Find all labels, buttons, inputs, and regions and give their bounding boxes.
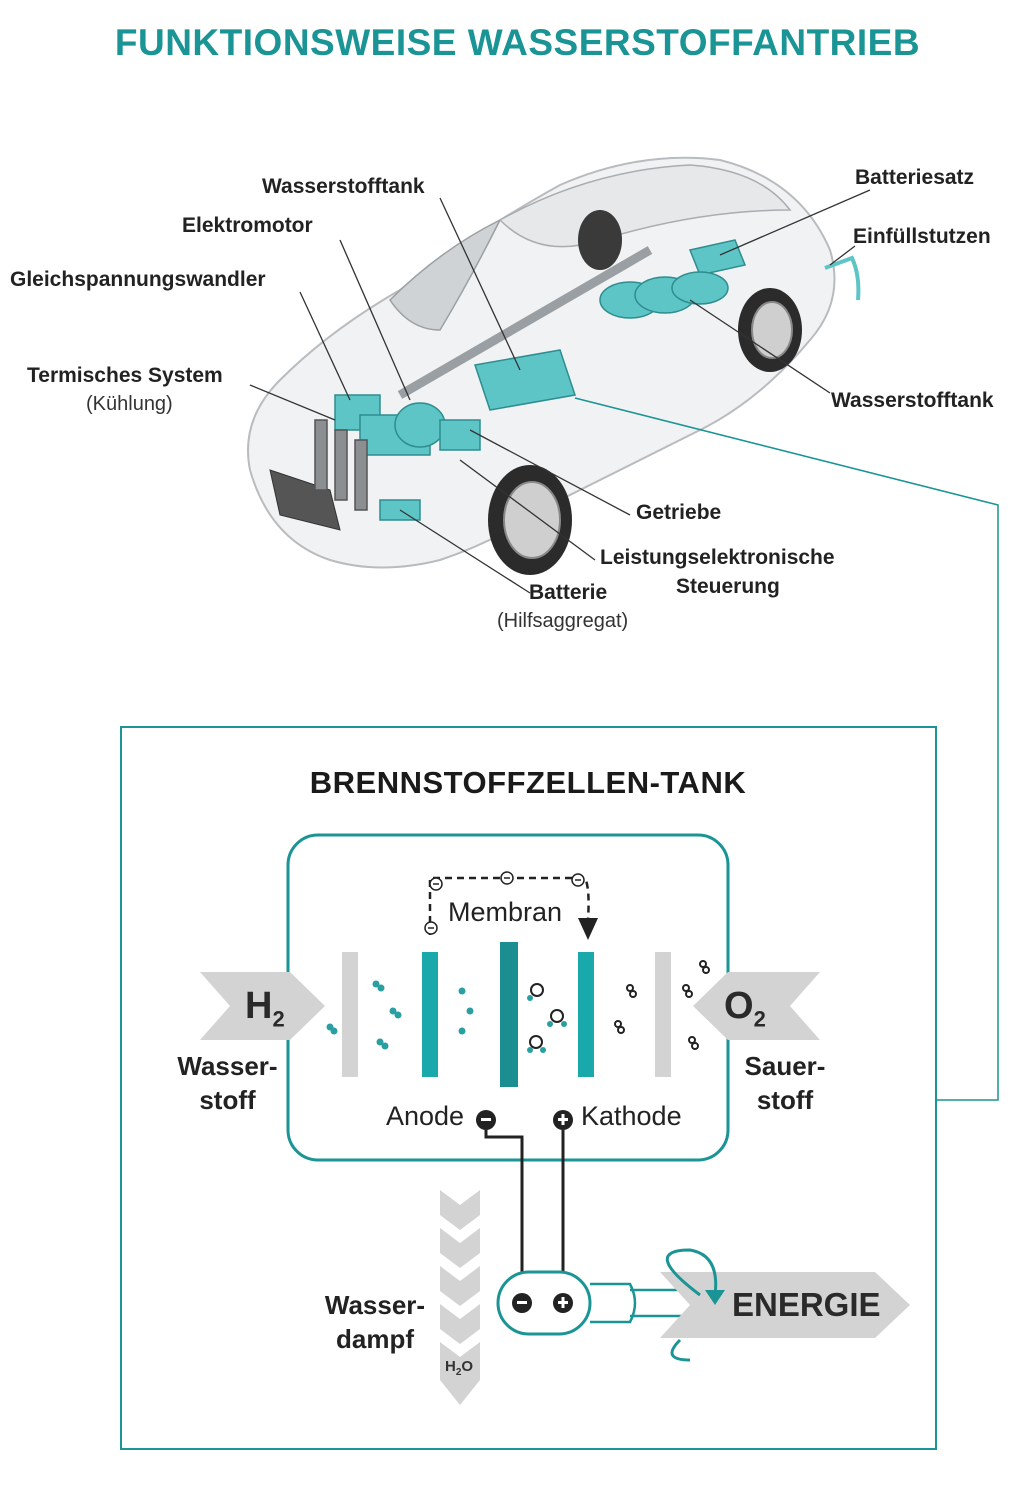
oxygen-teal-dots bbox=[527, 995, 567, 1053]
label-kuehlung: (Kühlung) bbox=[86, 393, 173, 415]
motor-minus-terminal bbox=[512, 1293, 532, 1313]
anode-wire bbox=[484, 1130, 524, 1292]
car-windshield bbox=[389, 218, 502, 331]
label-kathode: Kathode bbox=[581, 1101, 682, 1131]
motor-plus-terminal bbox=[553, 1293, 573, 1313]
label-wasserdampf: Wasser-dampf bbox=[324, 1290, 426, 1354]
page-title: FUNKTIONSWEISE WASSERSTOFFANTRIEB bbox=[114, 22, 921, 63]
fuel-cell-panel bbox=[120, 726, 937, 1450]
car-wheel-rear-left bbox=[578, 210, 622, 270]
car-shaft bbox=[397, 246, 653, 399]
formula-o2: O2 bbox=[724, 985, 766, 1032]
energy-arrow bbox=[660, 1272, 910, 1338]
hydrogen-particles bbox=[326, 980, 474, 1050]
label-sauerstoff: Sauer-stoff bbox=[744, 1051, 826, 1115]
label-anode: Anode bbox=[386, 1101, 465, 1131]
radiator bbox=[314, 419, 368, 511]
label-hilfsaggregat: (Hilfsaggregat) bbox=[497, 610, 629, 632]
anode-terminal bbox=[476, 1110, 496, 1130]
label-wasserstofftank-right: Wasserstofftank bbox=[831, 389, 994, 412]
oxygen-particles bbox=[529, 960, 710, 1050]
label-steuerung: Steuerung bbox=[676, 575, 780, 598]
engine-components bbox=[334, 239, 747, 521]
cell-plates bbox=[342, 942, 671, 1087]
formula-h2o: H2O bbox=[445, 1358, 474, 1378]
motor bbox=[496, 1270, 592, 1336]
o2-inlet-arrow bbox=[693, 972, 820, 1040]
label-wasserstoff: Wasser-stoff bbox=[177, 1051, 278, 1115]
filler-nozzle bbox=[824, 255, 861, 301]
motor-shaft bbox=[590, 1282, 690, 1324]
label-batteriesatz: Batteriesatz bbox=[855, 166, 975, 189]
car-wheel-rear bbox=[738, 288, 802, 372]
label-membran: Membran bbox=[448, 897, 563, 927]
electron-symbols bbox=[424, 871, 585, 935]
electron-arrowhead bbox=[578, 918, 598, 940]
rotation-arrowhead bbox=[705, 1290, 725, 1305]
fuel-cell-title: BRENNSTOFFZELLEN-TANK bbox=[309, 765, 747, 800]
label-gleichspannungswandler: Gleichspannungswandler bbox=[10, 268, 266, 291]
label-wasserstofftank-top: Wasserstofftank bbox=[262, 175, 425, 198]
water-vapour-arrow bbox=[440, 1190, 480, 1405]
label-batterie: Batterie bbox=[529, 581, 608, 604]
label-getriebe: Getriebe bbox=[636, 501, 722, 524]
label-elektromotor: Elektromotor bbox=[182, 214, 313, 237]
car-roof bbox=[498, 164, 792, 248]
cathode-terminal bbox=[553, 1110, 573, 1130]
label-energie: ENERGIE bbox=[732, 1286, 881, 1323]
car-wheel-front bbox=[488, 465, 572, 575]
electron-minus bbox=[428, 877, 581, 929]
rotation-arrow bbox=[666, 1248, 718, 1362]
formula-h2: H2 bbox=[245, 985, 285, 1032]
label-einfuellstutzen: Einfüllstutzen bbox=[853, 225, 991, 248]
h2-inlet-arrow bbox=[200, 972, 325, 1040]
label-leistungselektronische: Leistungselektronische bbox=[600, 546, 835, 569]
label-termisches-system: Termisches System bbox=[27, 364, 223, 387]
car-grille bbox=[269, 469, 341, 531]
connector-line bbox=[574, 397, 999, 1101]
leader-lines bbox=[249, 189, 871, 594]
